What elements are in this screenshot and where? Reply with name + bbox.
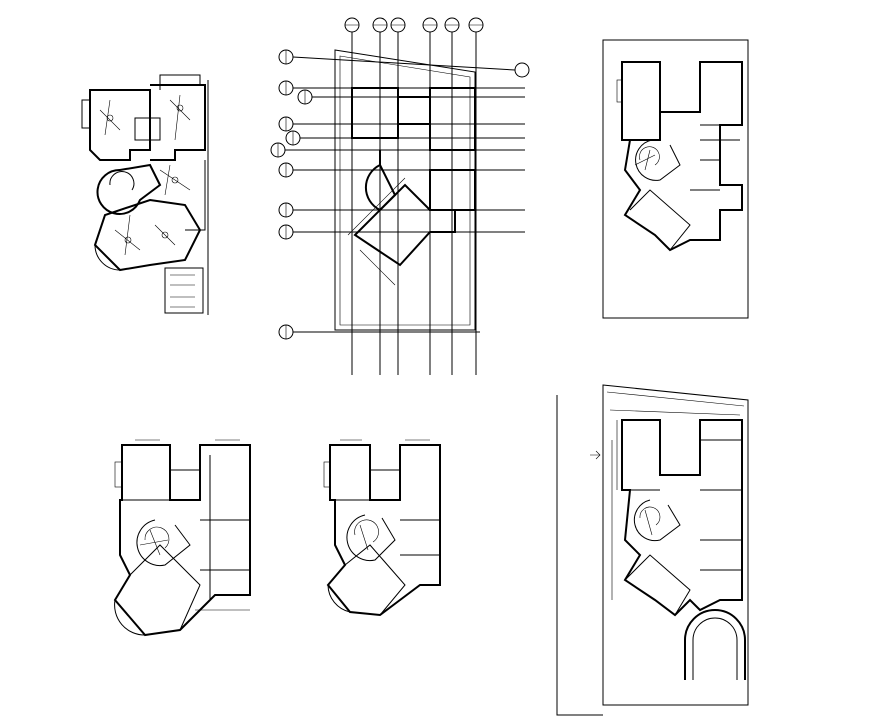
floor-plan-a [113,439,251,637]
grid-horizontal-lines [285,56,525,333]
site-plan-bottom [556,384,749,716]
site-plan-top [602,39,749,319]
grid-bubbles-top [344,17,484,33]
grid-layout-plan [270,17,530,375]
grid-bubbles-left [270,49,530,340]
electrical-plan [81,74,209,315]
floor-plan-b [323,439,441,617]
